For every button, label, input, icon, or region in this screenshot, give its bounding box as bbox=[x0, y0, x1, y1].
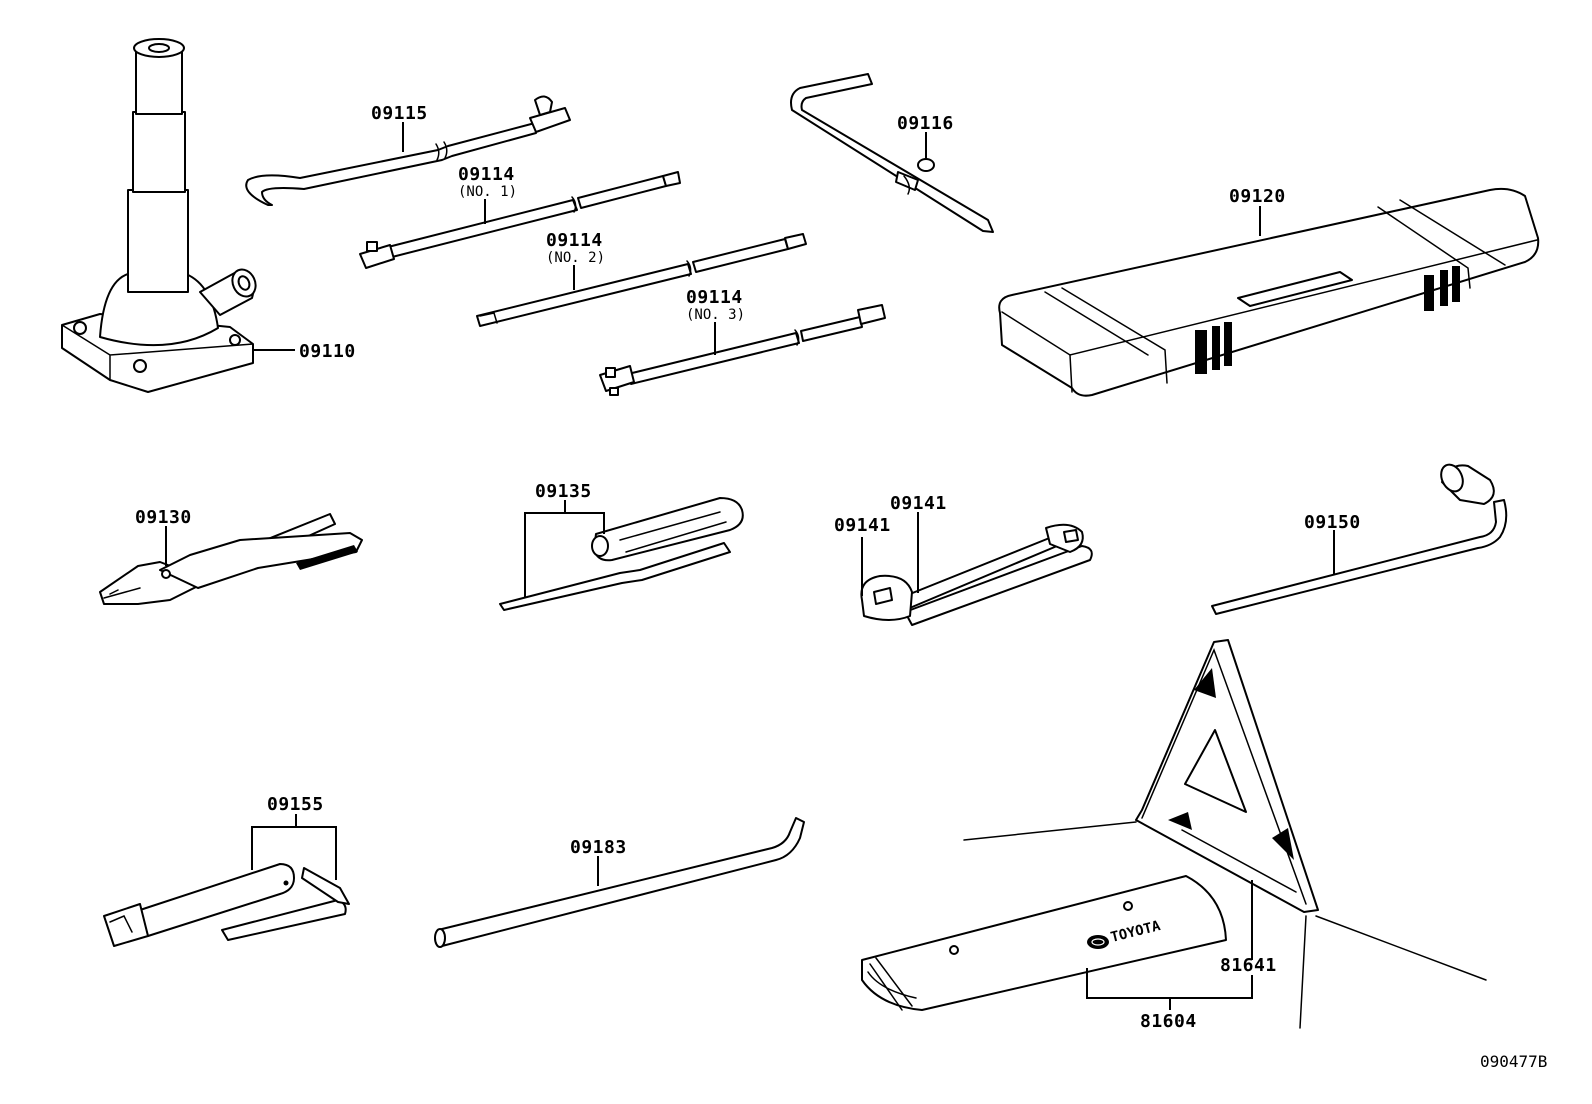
diagram-id: 090477B bbox=[1480, 1052, 1547, 1071]
part-label-81604: 81604 bbox=[1140, 1011, 1197, 1032]
part-label-09114-no2: 09114 bbox=[546, 230, 603, 251]
part-label-09114-no3: 09114 bbox=[686, 287, 743, 308]
part-label-81641: 81641 bbox=[1220, 955, 1277, 976]
part-label-09114-no1: 09114 bbox=[458, 164, 515, 185]
part-label-09141-right: 09141 bbox=[890, 493, 947, 514]
part-label-09135: 09135 bbox=[535, 481, 592, 502]
leader-09155 bbox=[251, 826, 337, 880]
part-label-09115: 09115 bbox=[371, 103, 428, 124]
tool-bag-illustration bbox=[998, 187, 1540, 397]
extension-bar-no3-illustration bbox=[599, 304, 886, 396]
lug-wrench-illustration bbox=[1211, 463, 1508, 615]
jack-handle-illustration bbox=[245, 95, 571, 206]
extension-bar-no2-illustration bbox=[476, 233, 807, 327]
part-label-09110: 09110 bbox=[299, 341, 356, 362]
part-note-09114-no3: (NO. 3) bbox=[686, 307, 745, 323]
socket-wrench-illustration bbox=[103, 863, 350, 947]
jack-illustration bbox=[61, 38, 257, 393]
part-label-09150: 09150 bbox=[1304, 512, 1361, 533]
pliers-illustration bbox=[99, 513, 363, 605]
part-label-09116: 09116 bbox=[897, 113, 954, 134]
towing-hook-illustration bbox=[434, 817, 805, 948]
screwdriver-illustration bbox=[499, 497, 744, 611]
part-label-09183: 09183 bbox=[570, 837, 627, 858]
part-label-09141-left: 09141 bbox=[834, 515, 891, 536]
handle-bar-illustration bbox=[790, 73, 994, 233]
wrench-illustration bbox=[860, 523, 1093, 626]
warning-triangle-illustration bbox=[963, 639, 1487, 1029]
part-note-09114-no1: (NO. 1) bbox=[458, 184, 517, 200]
part-label-09120: 09120 bbox=[1229, 186, 1286, 207]
extension-bar-no1-illustration bbox=[359, 171, 681, 269]
part-note-09114-no2: (NO. 2) bbox=[546, 250, 605, 266]
part-label-09130: 09130 bbox=[135, 507, 192, 528]
part-label-09155: 09155 bbox=[267, 794, 324, 815]
triangle-case-illustration: TOYOTA bbox=[861, 875, 1227, 1011]
